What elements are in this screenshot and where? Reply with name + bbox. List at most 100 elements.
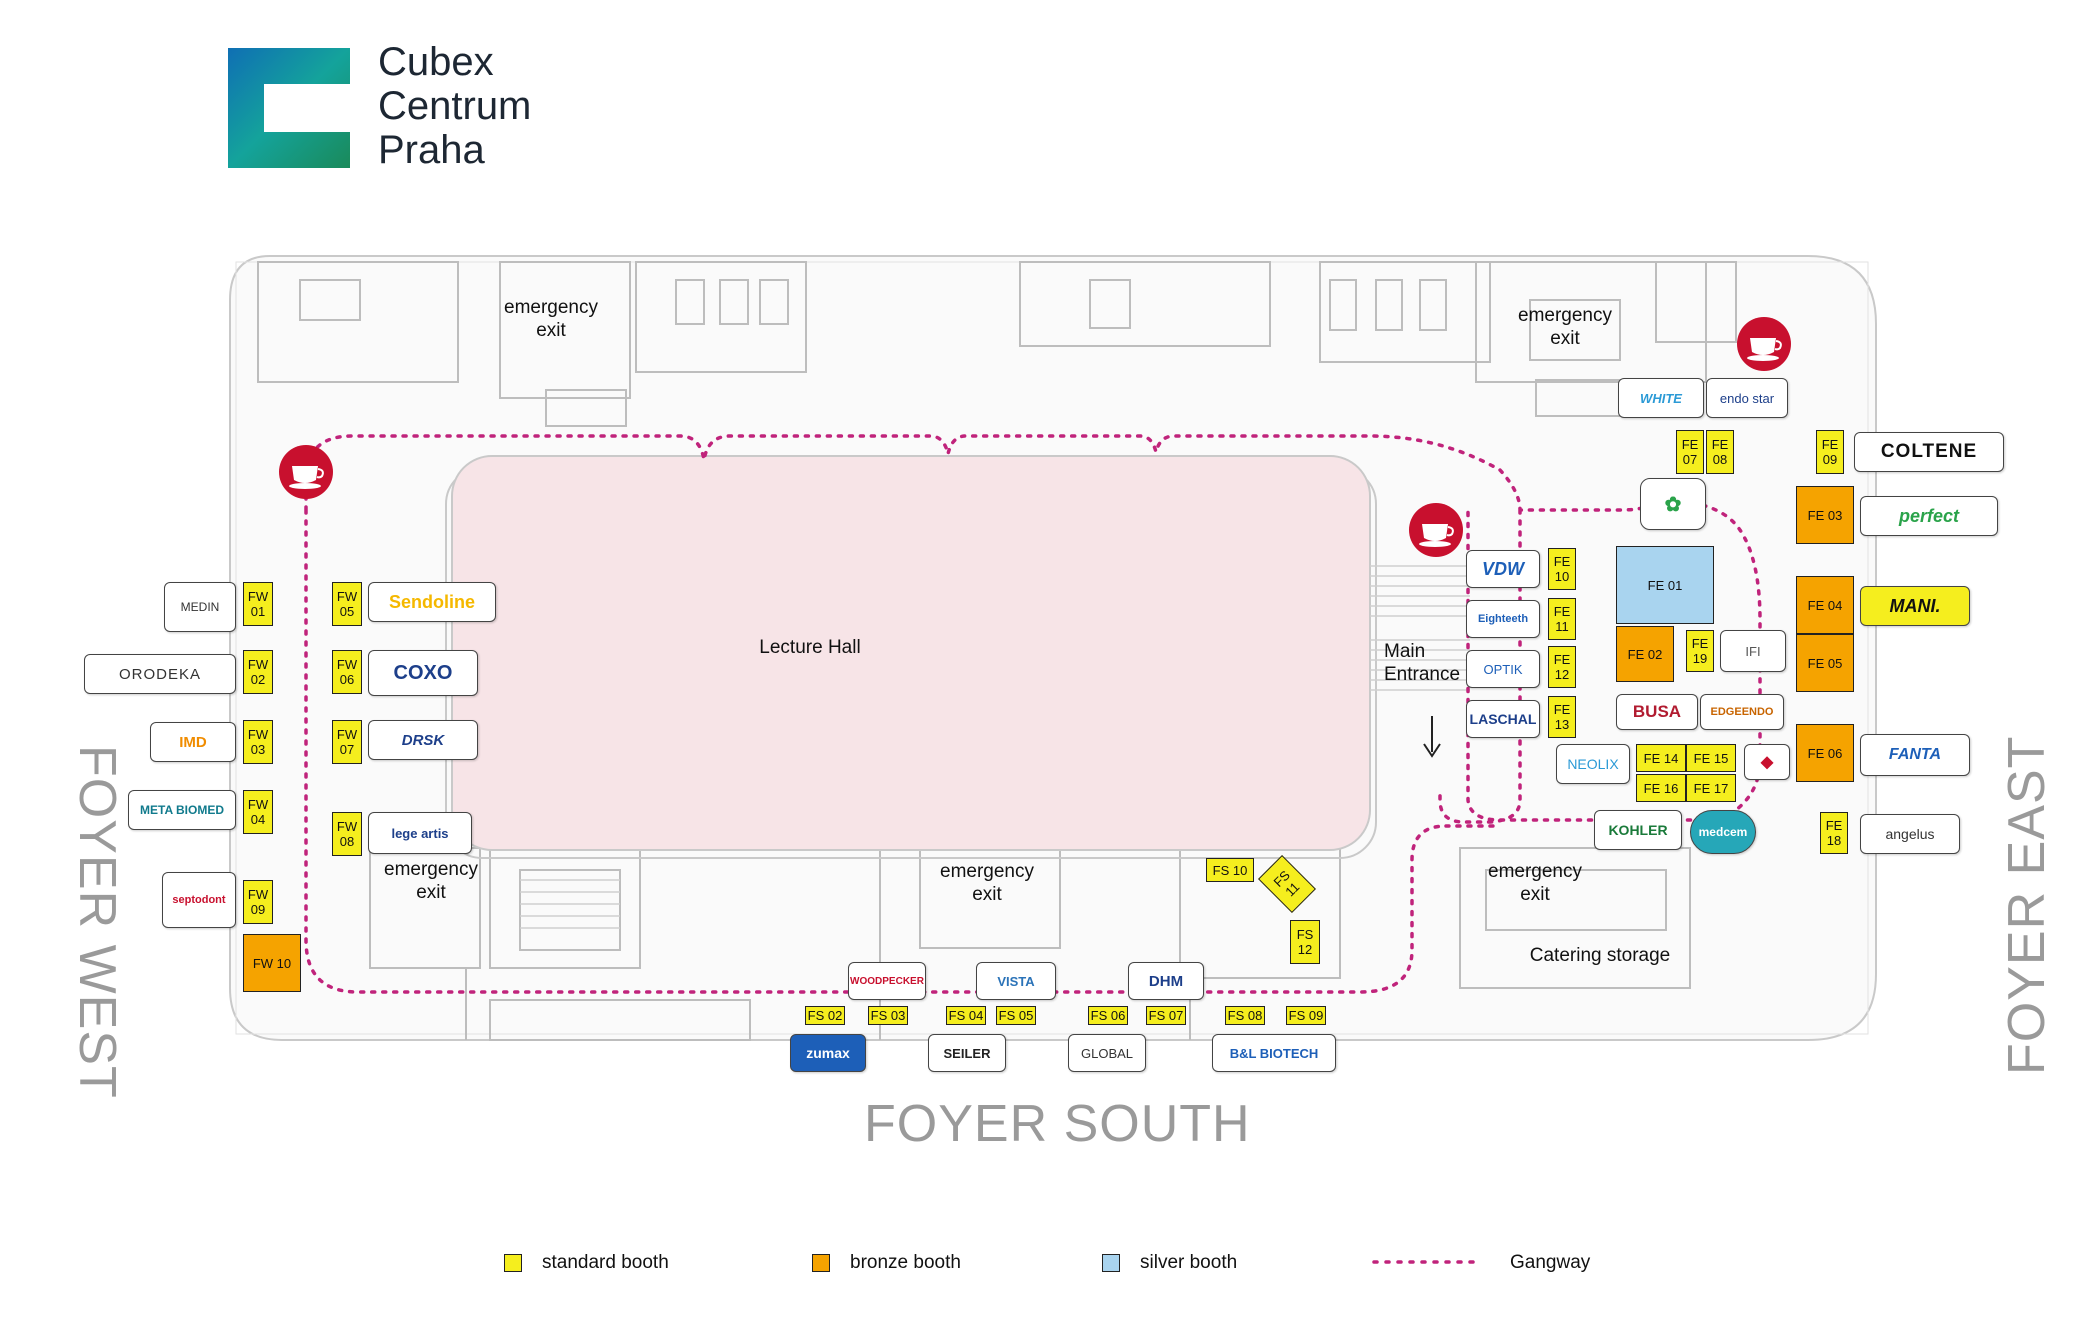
booth-fs-02[interactable]: FS 02 — [805, 1006, 845, 1025]
legend-standard-swatch — [504, 1254, 522, 1272]
exhibitor-zumax[interactable]: zumax — [790, 1034, 866, 1072]
booth-fe-05[interactable]: FE 05 — [1796, 634, 1854, 692]
exhibitor-medcem[interactable]: medcem — [1690, 810, 1756, 854]
coffee-icon — [1737, 317, 1791, 371]
emergency-exit-label: emergency exit — [384, 859, 478, 903]
booth-fs-10[interactable]: FS 10 — [1206, 858, 1254, 882]
booth-fe-19[interactable]: FE 19 — [1686, 630, 1714, 672]
booth-fs-06[interactable]: FS 06 — [1088, 1006, 1128, 1025]
booth-fs-08[interactable]: FS 08 — [1225, 1006, 1265, 1025]
emergency-exit-label: emergency exit — [504, 297, 598, 341]
coffee-icon — [1409, 503, 1463, 557]
legend-bronze-label: bronze booth — [850, 1252, 961, 1273]
booth-fe-18[interactable]: FE 18 — [1820, 812, 1848, 854]
booth-fe-09[interactable]: FE 09 — [1816, 430, 1844, 474]
booth-fs-04[interactable]: FS 04 — [946, 1006, 986, 1025]
brand-line-3: Praha — [378, 128, 485, 172]
booth-fe-01[interactable]: FE 01 — [1616, 546, 1714, 624]
catering-storage-label: Catering storage — [1529, 945, 1671, 966]
booth-fe-13[interactable]: FE 13 — [1548, 696, 1576, 738]
exhibitor-dd-logo[interactable]: ◆ — [1744, 744, 1790, 780]
booth-fw-08[interactable]: FW 08 — [332, 812, 362, 856]
exhibitor-bl-biotech[interactable]: B&L BIOTECH — [1212, 1034, 1336, 1072]
legend-bronze-swatch — [812, 1254, 830, 1272]
booth-fe-03[interactable]: FE 03 — [1796, 486, 1854, 544]
exhibitor-busa[interactable]: BUSA — [1616, 694, 1698, 730]
legend-silver: silver booth — [1102, 1252, 1237, 1274]
booth-fs-12[interactable]: FS 12 — [1290, 920, 1320, 964]
brand-name: Cubex Centrum Praha — [378, 40, 531, 172]
booth-fe-11[interactable]: FE 11 — [1548, 598, 1576, 640]
exhibitor-edgeendo[interactable]: EDGEENDO — [1700, 694, 1784, 730]
exhibitor-fanta[interactable]: FANTA — [1860, 734, 1970, 776]
booth-fw-10[interactable]: FW 10 — [243, 934, 301, 992]
exhibitor-meta-biomed[interactable]: META BIOMED — [128, 790, 236, 830]
booth-fe-17[interactable]: FE 17 — [1686, 774, 1736, 802]
exhibitor-laschal[interactable]: LASCHAL — [1466, 700, 1540, 738]
lecture-hall — [451, 455, 1371, 851]
exhibitor-dhm[interactable]: DHM — [1128, 962, 1204, 1000]
booth-fs-07[interactable]: FS 07 — [1146, 1006, 1186, 1025]
booth-fe-14[interactable]: FE 14 — [1636, 744, 1686, 772]
emergency-exit-label: emergency exit — [1488, 861, 1582, 905]
booth-fw-06[interactable]: FW 06 — [332, 650, 362, 694]
exhibitor-coxo[interactable]: COXO — [368, 650, 478, 696]
exhibitor-eighteeth[interactable]: Eighteeth — [1466, 600, 1540, 638]
booth-fw-04[interactable]: FW 04 — [243, 790, 273, 834]
exhibitor-sendoline[interactable]: Sendoline — [368, 582, 496, 622]
exhibitor-optik[interactable]: OPTIK — [1466, 650, 1540, 688]
exhibitor-vdw[interactable]: VDW — [1466, 550, 1540, 588]
booth-fw-01[interactable]: FW 01 — [243, 582, 273, 626]
exhibitor-ifi[interactable]: IFI — [1720, 630, 1786, 672]
booth-fw-07[interactable]: FW 07 — [332, 720, 362, 764]
booth-fe-06[interactable]: FE 06 — [1796, 724, 1854, 782]
legend-standard-label: standard booth — [542, 1252, 669, 1273]
booth-fe-04[interactable]: FE 04 — [1796, 576, 1854, 634]
booth-fe-15[interactable]: FE 15 — [1686, 744, 1736, 772]
booth-fs-09[interactable]: FS 09 — [1286, 1006, 1326, 1025]
booth-fw-09[interactable]: FW 09 — [243, 880, 273, 924]
booth-fe-07[interactable]: FE 07 — [1676, 430, 1704, 474]
exhibitor-orodeka[interactable]: ORODEKA — [84, 654, 236, 694]
booth-fw-03[interactable]: FW 03 — [243, 720, 273, 764]
brand-line-2: Centrum — [378, 84, 532, 128]
booth-fw-05[interactable]: FW 05 — [332, 582, 362, 626]
exhibitor-coltene[interactable]: COLTENE — [1854, 432, 2004, 472]
exhibitor-medin[interactable]: MEDIN — [164, 582, 236, 632]
exhibitor-kohler[interactable]: KOHLER — [1594, 810, 1682, 850]
lecture-hall-label: Lecture Hall — [759, 637, 861, 658]
exhibitor-perfect[interactable]: perfect — [1860, 496, 1998, 536]
legend-silver-label: silver booth — [1140, 1252, 1238, 1273]
cubex-logo — [228, 48, 350, 168]
legend-standard: standard booth — [504, 1252, 669, 1274]
exhibitor-mani[interactable]: MANI. — [1860, 586, 1970, 626]
exhibitor-angelus[interactable]: angelus — [1860, 814, 1960, 854]
gangway — [304, 434, 1762, 994]
booth-fe-16[interactable]: FE 16 — [1636, 774, 1686, 802]
booth-fw-02[interactable]: FW 02 — [243, 650, 273, 694]
exhibitor-white[interactable]: WHITE — [1618, 378, 1704, 418]
booth-fs-03[interactable]: FS 03 — [868, 1006, 908, 1025]
foyer-east-label: FOYER EAST — [1998, 735, 2056, 1075]
booth-fe-08[interactable]: FE 08 — [1706, 430, 1734, 474]
exhibitor-septodont[interactable]: septodont — [162, 872, 236, 928]
exhibitor-seiler[interactable]: SEILER — [928, 1034, 1006, 1072]
exhibitor-endo-star[interactable]: endo star — [1706, 378, 1788, 418]
booth-fe-10[interactable]: FE 10 — [1548, 548, 1576, 590]
exhibitor-neolix[interactable]: NEOLIX — [1556, 744, 1630, 784]
exhibitor-global[interactable]: GLOBAL — [1068, 1034, 1146, 1072]
exhibitor-leaf-logo[interactable]: ✿ — [1640, 478, 1706, 530]
booth-fs-05[interactable]: FS 05 — [996, 1006, 1036, 1025]
main-entrance-label: Main Entrance — [1384, 641, 1461, 685]
legend-silver-swatch — [1102, 1254, 1120, 1272]
emergency-exit-label: emergency exit — [1518, 305, 1612, 349]
exhibitor-vista[interactable]: VISTA — [976, 962, 1056, 1000]
booth-fe-12[interactable]: FE 12 — [1548, 646, 1576, 688]
exhibitor-woodpecker[interactable]: WOODPECKER — [848, 962, 926, 1000]
exhibitor-drsk[interactable]: DRSK — [368, 720, 478, 760]
exhibitor-imd[interactable]: IMD — [150, 722, 236, 762]
booth-fe-02[interactable]: FE 02 — [1616, 626, 1674, 682]
north-walls — [257, 261, 1737, 427]
exhibitor-lege-artis[interactable]: lege artis — [368, 812, 472, 854]
